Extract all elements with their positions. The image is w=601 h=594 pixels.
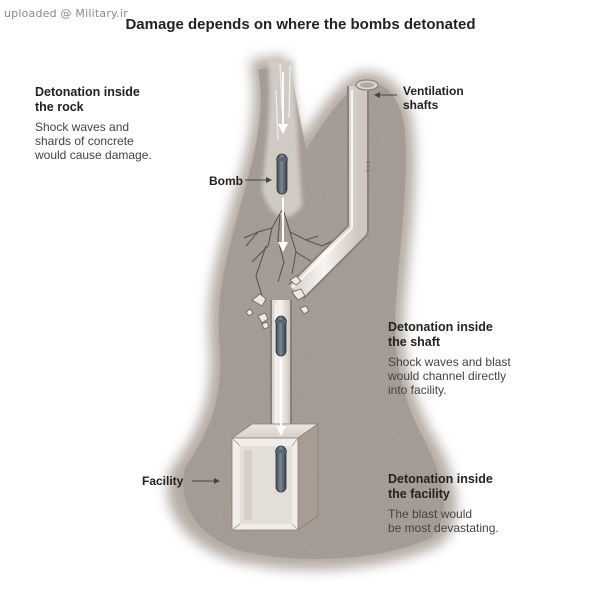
annotation-facility-text-line2: be most devastating. [388, 521, 499, 535]
annotation-shaft-heading: Detonation inside the shaft [388, 320, 538, 350]
annotation-facility-text: The blast would be most devastating. [388, 507, 538, 535]
bomb-entry-channel [262, 60, 302, 217]
debris [245, 275, 310, 330]
annotation-rock-heading-line1: Detonation inside [35, 85, 140, 99]
bomb-in-rock [276, 153, 288, 195]
annotation-shaft-text-line2: would channel directly [388, 369, 507, 383]
svg-text:4↑1: 4↑1 [364, 160, 371, 173]
facility-box [230, 423, 320, 531]
annotation-rock-text-line2: shards of concrete [35, 134, 134, 148]
annotation-rock-text-line3: would cause damage. [35, 148, 152, 162]
annotation-shaft-text-line1: Shock waves and blast [388, 355, 511, 369]
annotation-rock: Detonation inside the rock Shock waves a… [35, 85, 175, 162]
leader-lines [192, 92, 397, 484]
annotation-facility-heading: Detonation inside the facility [388, 472, 538, 502]
annotation-facility-heading-line1: Detonation inside [388, 472, 493, 486]
label-ventilation-line1: Ventilation [403, 84, 464, 98]
ventilation-shaft: 4↑1 [288, 79, 379, 300]
watermark: uploaded @ Military.ir [4, 7, 128, 20]
annotation-rock-heading: Detonation inside the rock [35, 85, 175, 115]
annotation-facility-text-line1: The blast would [388, 507, 473, 521]
bomb-in-facility [275, 445, 287, 493]
bomb-in-shaft [275, 315, 287, 357]
trajectory-arrows [276, 72, 288, 436]
annotation-shaft-text-line3: into facility. [388, 383, 447, 397]
annotation-shaft-text: Shock waves and blast would channel dire… [388, 355, 538, 397]
annotation-rock-text: Shock waves and shards of concrete would… [35, 120, 175, 162]
rock-cracks [243, 209, 335, 297]
annotation-shaft: Detonation inside the shaft Shock waves … [388, 320, 538, 397]
annotation-rock-heading-line2: the rock [35, 100, 84, 114]
annotation-shaft-heading-line1: Detonation inside [388, 320, 493, 334]
label-ventilation-shafts: Ventilation shafts [403, 84, 464, 112]
annotation-facility: Detonation inside the facility The blast… [388, 472, 538, 535]
diagram-title: Damage depends on where the bombs detona… [125, 16, 476, 33]
annotation-shaft-heading-line2: the shaft [388, 335, 441, 349]
label-bomb: Bomb [209, 174, 243, 188]
annotation-facility-heading-line2: the facility [388, 487, 450, 501]
label-facility: Facility [142, 474, 184, 488]
label-ventilation-line2: shafts [403, 98, 439, 112]
annotation-rock-text-line1: Shock waves and [35, 120, 130, 134]
